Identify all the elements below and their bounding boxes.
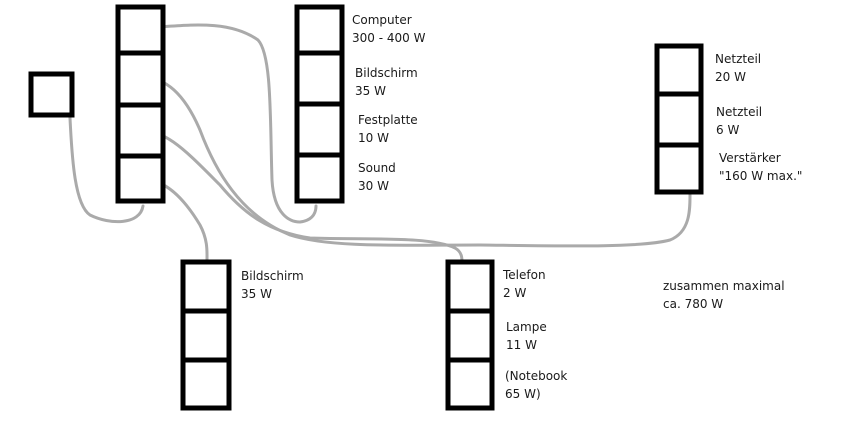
cables — [53, 23, 692, 264]
cable-strip-a-to-strip-b — [156, 23, 318, 224]
power-strip-a — [115, 4, 166, 204]
power-strip-b — [294, 4, 345, 204]
power-strip-c — [654, 43, 704, 195]
wall-socket — [28, 71, 75, 118]
power-strip-d — [180, 259, 232, 411]
cable-strip-a-to-amplifier — [138, 76, 692, 248]
cable-strip-a-to-strip-e — [133, 128, 464, 264]
label-amplifier: Verstärker"160 W max." — [719, 151, 803, 183]
power-strip-e — [445, 259, 495, 411]
